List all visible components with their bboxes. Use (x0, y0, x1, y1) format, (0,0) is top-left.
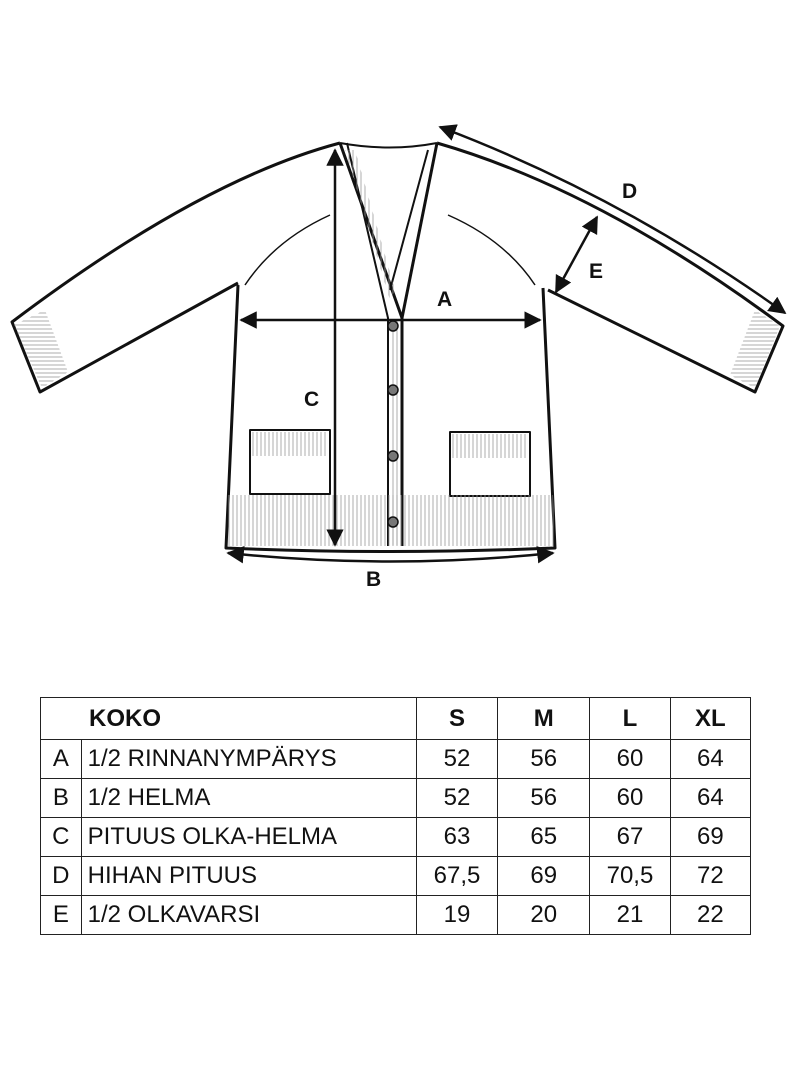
header-label: KOKO (40, 697, 417, 740)
cell: 20 (497, 895, 591, 935)
label-c: C (304, 388, 319, 411)
cell: 67 (589, 817, 671, 857)
row-key: B (40, 778, 82, 818)
label-d: D (622, 180, 637, 203)
row-key: A (40, 739, 82, 779)
size-l: L (589, 697, 671, 740)
size-s: S (415, 697, 499, 740)
cell: 69 (497, 856, 591, 896)
cardigan-diagram: A B C D E (10, 124, 787, 591)
cell: 56 (497, 739, 591, 779)
size-table: KOKO S M L XL A 1/2 RINNANYMPÄRYS 52 56 … (40, 697, 752, 935)
row-name: 1/2 HELMA (80, 778, 417, 818)
table-row: B 1/2 HELMA 52 56 60 64 (40, 778, 752, 818)
row-key: C (40, 817, 82, 857)
button (387, 384, 399, 396)
cell: 65 (497, 817, 591, 857)
size-m: M (497, 697, 591, 740)
row-name: HIHAN PITUUS (80, 856, 417, 896)
cell: 64 (669, 778, 752, 818)
cell: 69 (669, 817, 752, 857)
cell: 52 (415, 739, 499, 779)
row-name: PITUUS OLKA-HELMA (80, 817, 417, 857)
cell: 70,5 (589, 856, 671, 896)
cell: 72 (669, 856, 752, 896)
cell: 56 (497, 778, 591, 818)
cell: 60 (589, 739, 671, 779)
cell: 60 (589, 778, 671, 818)
cell: 52 (415, 778, 499, 818)
row-name: 1/2 RINNANYMPÄRYS (80, 739, 417, 779)
arrow-b (226, 545, 555, 564)
cell: 22 (669, 895, 752, 935)
arrow-e (554, 215, 599, 294)
cell: 64 (669, 739, 752, 779)
arrow-d (438, 124, 787, 315)
table-header: KOKO S M L XL (40, 697, 752, 740)
table-row: C PITUUS OLKA-HELMA 63 65 67 69 (40, 817, 752, 857)
cell: 63 (415, 817, 499, 857)
measure-arrows (226, 124, 787, 564)
table-row: E 1/2 OLKAVARSI 19 20 21 22 (40, 895, 752, 935)
button (387, 450, 399, 462)
cell: 67,5 (415, 856, 499, 896)
cell: 21 (589, 895, 671, 935)
cell: 19 (415, 895, 499, 935)
label-b: B (366, 568, 381, 591)
table-row: D HIHAN PITUUS 67,5 69 70,5 72 (40, 856, 752, 896)
button (387, 516, 399, 528)
row-name: 1/2 OLKAVARSI (80, 895, 417, 935)
table-row: A 1/2 RINNANYMPÄRYS 52 56 60 64 (40, 739, 752, 779)
label-a: A (437, 288, 452, 311)
size-xl: XL (669, 697, 752, 740)
row-key: D (40, 856, 82, 896)
button (387, 320, 399, 332)
label-e: E (589, 260, 603, 283)
row-key: E (40, 895, 82, 935)
